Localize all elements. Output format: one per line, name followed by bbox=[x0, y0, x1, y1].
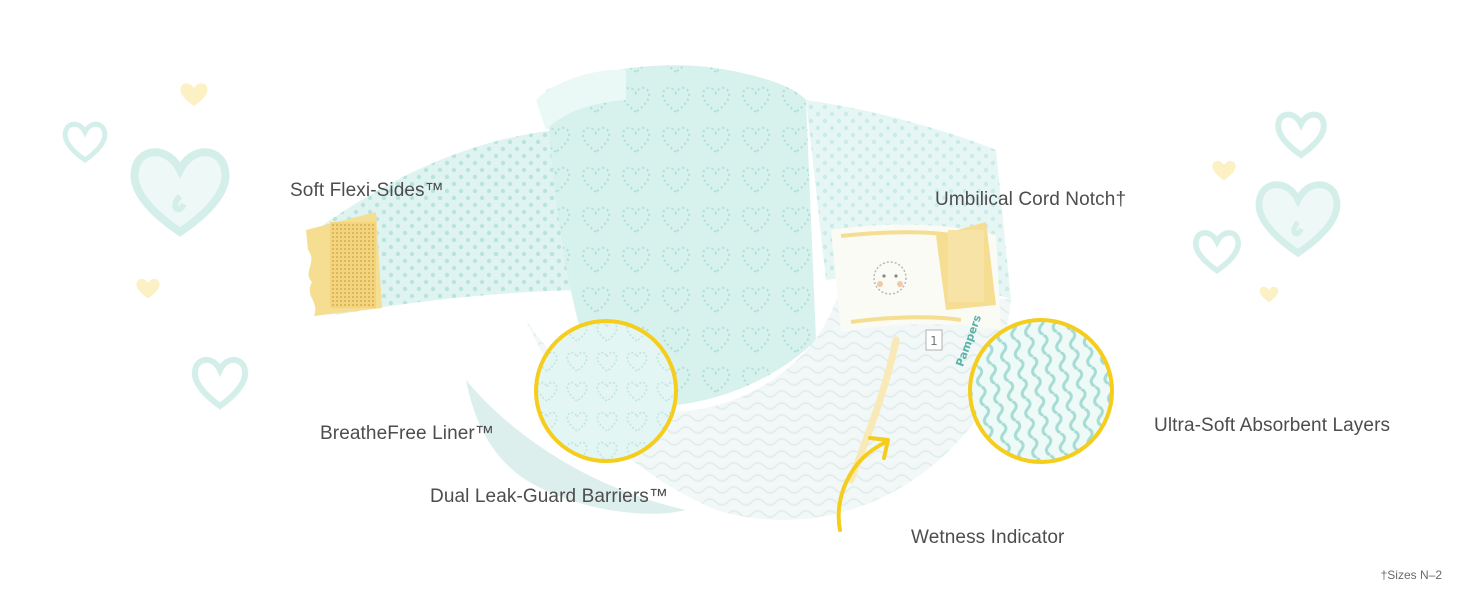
heart-outline-icon bbox=[1275, 111, 1327, 159]
heart-yellow-icon bbox=[1259, 286, 1279, 303]
label-soft-flexi-sides: Soft Flexi-Sides™ bbox=[290, 180, 444, 201]
label-wetness-indicator: Wetness Indicator bbox=[911, 527, 1065, 548]
heart-yellow-icon bbox=[1212, 160, 1236, 181]
heart-outline-icon bbox=[191, 356, 249, 410]
diaper-size-number: 1 bbox=[930, 334, 938, 348]
sizes-footnote: †Sizes N–2 bbox=[1380, 568, 1442, 582]
label-ultra-soft-absorbent-layers: Ultra-Soft Absorbent Layers bbox=[1154, 415, 1391, 436]
heart-outline-icon bbox=[1193, 230, 1241, 274]
heart-yellow-icon bbox=[136, 278, 160, 299]
heart-outline-icon bbox=[130, 148, 230, 237]
callout-ring-layers bbox=[968, 318, 1114, 464]
label-breathefree-liner: BreatheFree Liner™ bbox=[320, 423, 494, 444]
label-dual-leak-guard-barriers: Dual Leak-Guard Barriers™ bbox=[430, 486, 668, 507]
heart-outline-icon bbox=[1255, 181, 1341, 258]
curved-arrow-icon bbox=[836, 436, 890, 532]
callout-ring-liner bbox=[534, 319, 678, 463]
heart-outline-icon bbox=[62, 121, 108, 164]
diaper-illustration: 1 Pampers bbox=[306, 65, 1011, 520]
heart-yellow-icon bbox=[180, 83, 208, 106]
label-umbilical-cord-notch: Umbilical Cord Notch† bbox=[935, 189, 1127, 210]
